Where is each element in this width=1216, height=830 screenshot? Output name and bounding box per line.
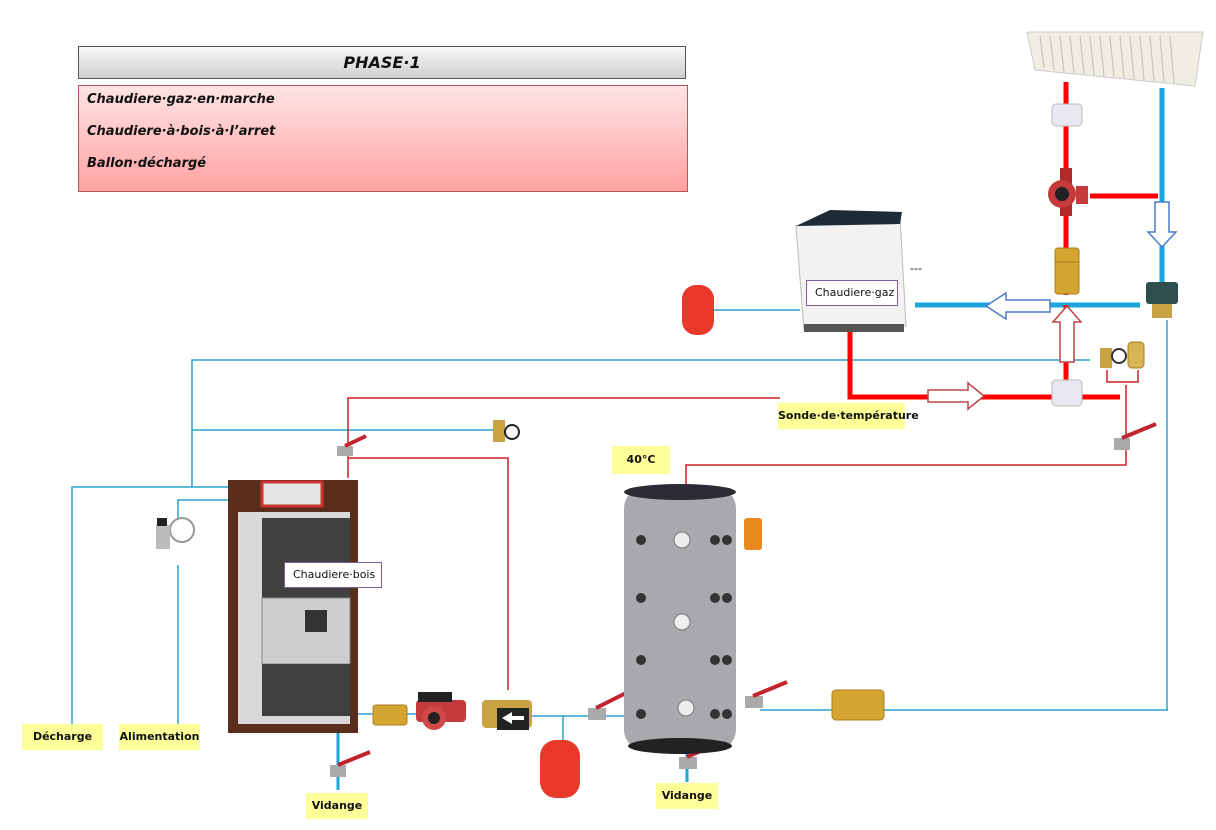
flow-arrows [927,201,1178,411]
hot-thin-tank-top [685,385,1127,485]
phase-title: PHASE·1 [78,46,686,79]
ball-valves [330,422,1157,777]
gas-boiler-dashes: --- [910,262,922,275]
motorized-valve-icon [1146,282,1178,318]
ball-valve-icon [745,680,788,708]
thermostat-top-icon [1051,103,1083,127]
thermal-discharge-valve-icon [156,517,195,549]
drain-wood-boiler-tag: Vidange [306,793,368,819]
radiator-icon [1026,31,1204,87]
phase-conditions: Chaudiere·gaz·en·marche Chaudiere·à·bois… [78,85,688,192]
ball-valve-icon [330,750,371,777]
cold-return-network [71,309,1168,740]
check-valve-heating-icon [1054,247,1080,295]
discharge-tag: Décharge [22,724,103,750]
cold-pipe-supply [177,499,228,520]
wood-boiler-hot-network [347,370,1139,690]
circulator-pump-heating-icon [1048,168,1088,216]
condition-wood-boiler: Chaudiere·à·bois·à·l’arret [87,124,276,139]
tank-thermometer-mid-icon [673,613,691,631]
wood-boiler-label: Chaudiere·bois [284,562,382,588]
tank-thermometer-bottom-icon [677,699,695,717]
ball-valve-icon [337,434,367,456]
check-valve-return-icon [831,689,885,721]
tank-thermometer-top-icon [673,531,691,549]
arrow-down-icon [1146,201,1178,249]
expansion-vessel-wood-icon [540,740,580,798]
safety-valve-wood-icon [493,420,520,442]
arrow-up-icon [1051,304,1083,363]
hot-from-gas-boiler [847,330,1052,400]
tank-thermostat-icon [744,518,762,550]
hot-thin-valves [1106,370,1139,383]
drain-tank-tag: Vidange [656,783,718,809]
gas-boiler-icon [795,210,907,332]
arrow-left-icon [984,291,1051,321]
gas-boiler-label: Chaudiere·gaz [806,280,898,306]
air-vent-icon [1127,341,1145,369]
three-way-mixing-valve-icon [482,700,532,730]
expansion-vessel-gas-icon [682,285,714,335]
ball-valve-icon [588,690,629,720]
tank-temperature-tag: 40°C [612,446,670,474]
hot-thin-safety [348,457,509,690]
buffer-tank-icon [624,484,736,754]
supply-tag: Alimentation [119,724,200,750]
arrow-right-icon [927,381,986,411]
wood-boiler-icon [228,480,358,733]
circulator-pump-wood-icon [416,692,466,730]
safety-valve-gauge-icon [1100,348,1127,368]
condition-tank: Ballon·déchargé [87,156,207,171]
condition-gas-boiler: Chaudiere·gaz·en·marche [87,92,275,107]
cold-pipe-discharge [71,486,228,725]
thermostat-bottom-icon [1051,379,1083,407]
ball-valve-icon [1114,422,1157,450]
temperature-probe-tag: Sonde·de·température [778,403,919,429]
cold-pipe-top-loop [191,359,1090,487]
hot-thin-top [347,397,780,478]
check-valve-wood-icon [372,704,408,726]
